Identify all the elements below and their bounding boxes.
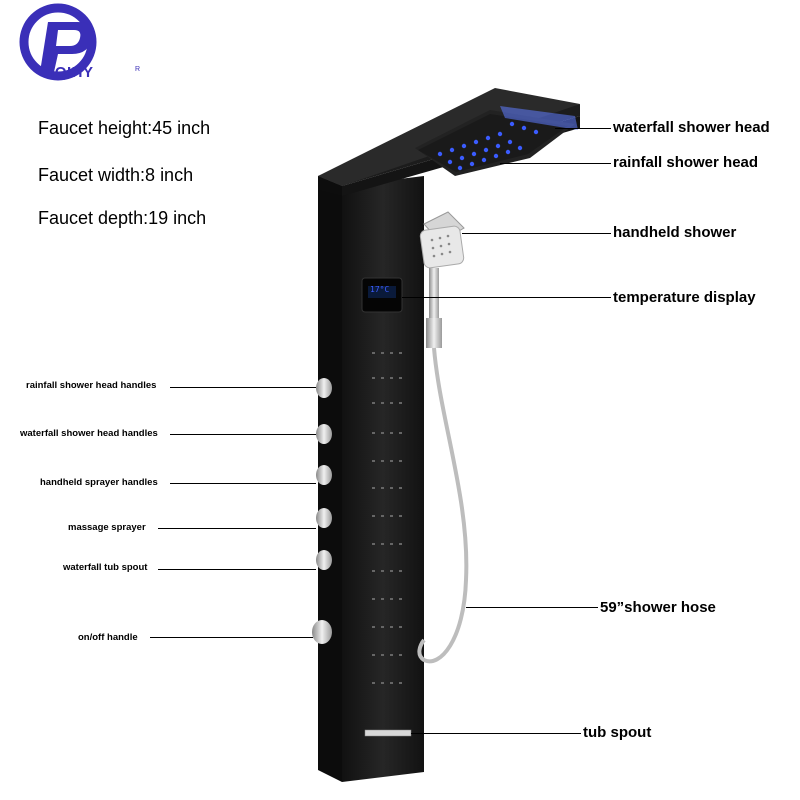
- handheld-shower: [419, 211, 465, 348]
- callout-line: [158, 528, 316, 529]
- massage-jets: [372, 352, 402, 684]
- callout-line: [411, 733, 581, 734]
- registered-mark: R: [135, 66, 141, 73]
- callout-line: [158, 569, 316, 570]
- panel-column: [318, 176, 424, 782]
- callout-line: [170, 387, 316, 388]
- label-rainfall-handles: rainfall shower head handles: [26, 380, 157, 391]
- label-temperature-display: temperature display: [613, 289, 756, 306]
- spec-depth: Faucet depth:19 inch: [38, 208, 207, 228]
- brand-name: OIQIHY: [38, 64, 94, 81]
- spec-width: Faucet width:8 inch: [38, 165, 194, 185]
- label-tub-spout: tub spout: [583, 724, 652, 741]
- callout-line: [402, 297, 611, 298]
- label-rainfall-shower-head: rainfall shower head: [613, 154, 759, 171]
- callout-line: [150, 637, 313, 638]
- callout-line: [500, 163, 611, 164]
- callout-line: [170, 434, 316, 435]
- callout-line: [170, 483, 316, 484]
- label-shower-hose: 59”shower hose: [600, 599, 716, 616]
- handles: [312, 378, 332, 644]
- label-onoff-handle: on/off handle: [78, 632, 138, 643]
- tub-spout-slot: [364, 729, 412, 737]
- label-handheld-sprayer-handles: handheld sprayer handles: [40, 477, 158, 488]
- label-waterfall-tub-spout: waterfall tub spout: [63, 562, 148, 573]
- label-massage-sprayer: massage sprayer: [68, 522, 146, 533]
- label-handheld-shower: handheld shower: [613, 224, 737, 241]
- shower-hose: [417, 347, 469, 664]
- callout-line: [555, 128, 611, 129]
- temperature-readout: 17°C: [370, 285, 390, 294]
- callout-line: [462, 233, 611, 234]
- spec-height: Faucet height:45 inch: [38, 118, 211, 138]
- label-waterfall-handles: waterfall shower head handles: [20, 428, 158, 439]
- rainfall-head: [415, 106, 578, 176]
- label-waterfall-shower-head: waterfall shower head: [613, 119, 770, 136]
- callout-line: [466, 607, 598, 608]
- temperature-display-unit: [361, 277, 403, 313]
